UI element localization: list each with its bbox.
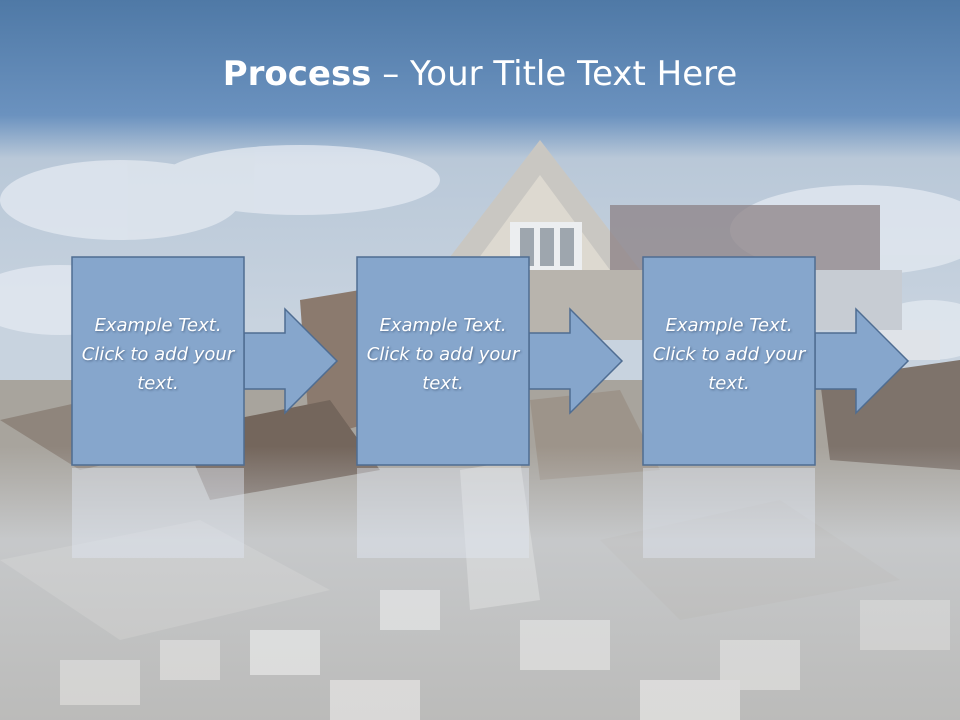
step-1-text[interactable]: Example Text. Click to add your text.	[81, 315, 235, 394]
step-1-arrow	[243, 307, 339, 415]
title-rest: – Your Title Text Here	[371, 54, 738, 94]
slide-title[interactable]: Process – Your Title Text Here	[0, 52, 960, 96]
right-arrow-icon	[243, 307, 339, 415]
right-arrow-icon	[528, 307, 624, 415]
step-3-arrow	[814, 307, 910, 415]
step-2-box[interactable]	[356, 256, 530, 466]
step-3-box[interactable]	[642, 256, 816, 466]
step-2-arrow	[528, 307, 624, 415]
step-3-text[interactable]: Example Text. Click to add your text.	[652, 315, 806, 394]
right-arrow-icon	[814, 307, 910, 415]
box-reflections	[72, 468, 815, 558]
title-bold: Process	[222, 54, 372, 94]
step-1-box[interactable]	[71, 256, 245, 466]
step-2-text[interactable]: Example Text. Click to add your text.	[366, 315, 520, 394]
